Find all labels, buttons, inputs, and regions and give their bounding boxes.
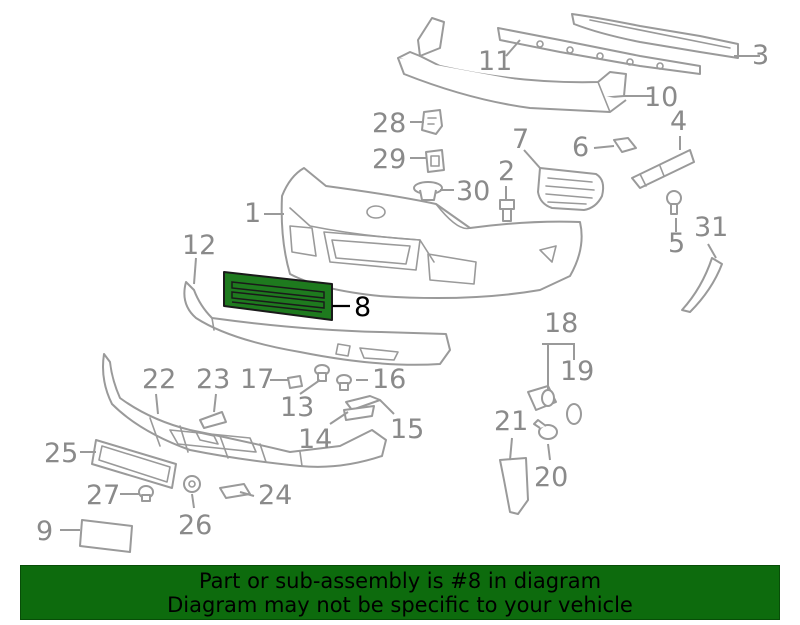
callout-15: 15 (390, 414, 424, 445)
info-banner: Part or sub-assembly is #8 in diagram Di… (20, 565, 780, 620)
part-7-side-grille (537, 167, 605, 211)
callout-10: 10 (644, 82, 678, 113)
part-3-trim-strip (571, 13, 739, 59)
part-20-sensor (533, 419, 558, 440)
part-23-bracket (199, 411, 227, 429)
part-2-bolt (499, 199, 515, 222)
banner-line-2: Diagram may not be specific to your vehi… (167, 593, 633, 617)
callout-3: 3 (752, 40, 769, 71)
part-12-lower-spoiler (183, 281, 451, 366)
callout-17: 17 (240, 364, 274, 395)
callout-26: 26 (178, 510, 212, 541)
callout-6: 6 (572, 132, 589, 163)
part-29-clip (425, 149, 445, 173)
callout-25: 25 (44, 438, 78, 469)
part-31-side-trim (681, 257, 723, 313)
part-6-bracket (613, 137, 637, 153)
callout-9: 9 (36, 516, 53, 547)
part-11-reinforcement-bar (497, 27, 701, 75)
part-8-grille-highlighted (223, 271, 333, 321)
callout-12: 12 (182, 230, 216, 261)
part-10-impact-beam (397, 17, 627, 113)
callout-11: 11 (478, 46, 512, 77)
callout-28: 28 (372, 108, 406, 139)
part-21-bracket (499, 457, 529, 515)
part-28-clip (421, 109, 443, 135)
callout-2: 2 (498, 156, 515, 187)
callout-5: 5 (668, 228, 685, 259)
part-17-clip (287, 375, 303, 389)
callout-30: 30 (456, 176, 490, 207)
part-19-seal-ring (566, 403, 582, 425)
part-14-bracket (343, 405, 375, 421)
callout-8: 8 (354, 292, 371, 323)
callout-23: 23 (196, 364, 230, 395)
parts-diagram: 3 11 10 28 29 30 7 6 4 2 5 31 1 12 8 18 … (36, 13, 769, 553)
leader-lines (60, 39, 760, 531)
callout-1: 1 (244, 198, 261, 229)
callout-22: 22 (142, 364, 176, 395)
part-25-plate-frame (91, 439, 177, 489)
part-5-bolt (666, 190, 682, 215)
callout-4: 4 (670, 106, 687, 137)
callout-16: 16 (372, 364, 406, 395)
callout-20: 20 (534, 462, 568, 493)
part-4-bracket (631, 149, 695, 189)
part-13-clip (314, 364, 330, 382)
callout-21: 21 (494, 406, 528, 437)
part-27-bolt (138, 485, 154, 502)
part-26-nut (183, 475, 201, 493)
callout-18: 18 (544, 308, 578, 339)
callout-24: 24 (258, 480, 292, 511)
banner-line-1: Part or sub-assembly is #8 in diagram (198, 569, 602, 593)
callout-31: 31 (694, 212, 728, 243)
part-18-sensor (527, 385, 557, 411)
callout-labels: 3 11 10 28 29 30 7 6 4 2 5 31 1 12 8 18 … (36, 40, 769, 547)
part-24-bracket (219, 483, 251, 499)
callout-19: 19 (560, 356, 594, 387)
part-16-bolt (336, 374, 352, 391)
part-30-grommet (413, 181, 443, 201)
part-9-license-plate (79, 519, 133, 553)
callout-27: 27 (86, 480, 120, 511)
part-22-absorber (102, 353, 387, 468)
callout-7: 7 (512, 124, 529, 155)
callout-29: 29 (372, 144, 406, 175)
callout-14: 14 (298, 424, 332, 455)
callout-13: 13 (280, 392, 314, 423)
